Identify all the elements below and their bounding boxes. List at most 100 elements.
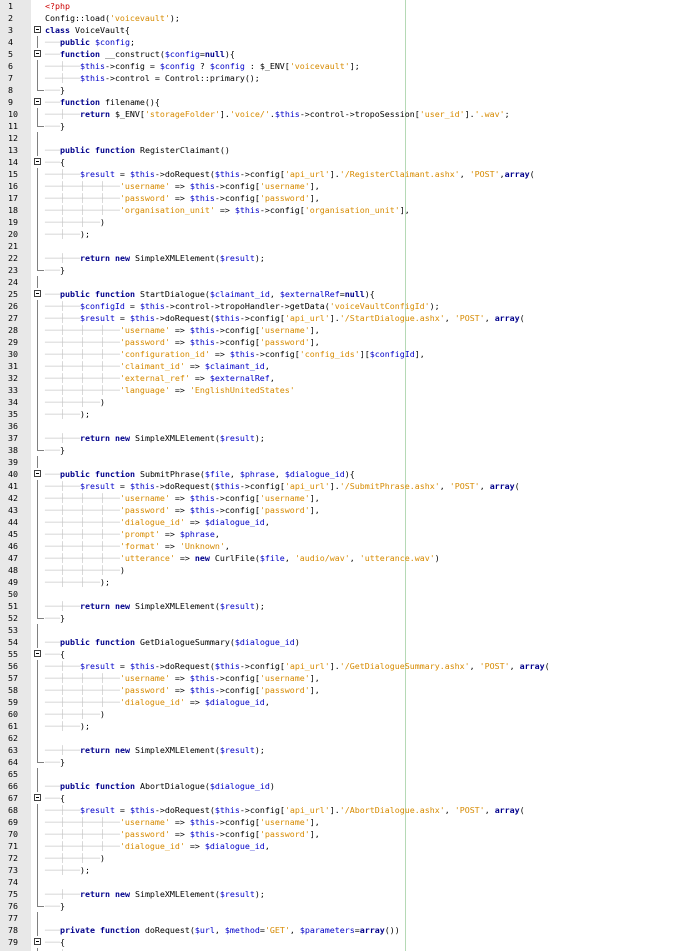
- code-line[interactable]: 7───┼───$this->control = Control::primar…: [0, 72, 696, 84]
- code-line[interactable]: 79───{: [0, 936, 696, 948]
- code-line[interactable]: 80───┼───$ch = curl_init($url);: [0, 948, 696, 951]
- code-line[interactable]: 46───┼───┼───┼───'format' => 'Unknown',: [0, 540, 696, 552]
- code-line[interactable]: 77: [0, 912, 696, 924]
- code-line[interactable]: 17───┼───┼───┼───'password' => $this->co…: [0, 192, 696, 204]
- code-line[interactable]: 6───┼───$this->config = $config ? $confi…: [0, 60, 696, 72]
- code-line[interactable]: 8───}: [0, 84, 696, 96]
- indent-guide: ───: [45, 265, 60, 275]
- fold-toggle-icon[interactable]: [34, 470, 41, 477]
- code-line[interactable]: 5───function __construct($config=null){: [0, 48, 696, 60]
- code-line[interactable]: 75───┼───return new SimpleXMLElement($re…: [0, 888, 696, 900]
- code-line[interactable]: 21: [0, 240, 696, 252]
- code-line[interactable]: 27───┼───$result = $this->doRequest($thi…: [0, 312, 696, 324]
- code-line[interactable]: 29───┼───┼───┼───'password' => $this->co…: [0, 336, 696, 348]
- fold-toggle-icon[interactable]: [34, 98, 41, 105]
- code-line[interactable]: 65: [0, 768, 696, 780]
- code-line[interactable]: 64───}: [0, 756, 696, 768]
- code-line[interactable]: 53: [0, 624, 696, 636]
- code-token: $this: [189, 829, 215, 839]
- code-line[interactable]: 48───┼───┼───┼───): [0, 564, 696, 576]
- code-line[interactable]: 54───public function GetDialogueSummary(…: [0, 636, 696, 648]
- code-line[interactable]: 63───┼───return new SimpleXMLElement($re…: [0, 744, 696, 756]
- code-line[interactable]: 16───┼───┼───┼───'username' => $this->co…: [0, 180, 696, 192]
- code-line[interactable]: 71───┼───┼───┼───'dialogue_id' => $dialo…: [0, 840, 696, 852]
- code-line[interactable]: 60───┼───┼───): [0, 708, 696, 720]
- code-line[interactable]: 58───┼───┼───┼───'password' => $this->co…: [0, 684, 696, 696]
- code-line[interactable]: 72───┼───┼───): [0, 852, 696, 864]
- fold-toggle-icon[interactable]: [34, 794, 41, 801]
- code-line[interactable]: 33───┼───┼───┼───'language' => 'EnglishU…: [0, 384, 696, 396]
- fold-toggle-icon[interactable]: [34, 290, 41, 297]
- code-line[interactable]: 1<?php: [0, 0, 696, 12]
- fold-guide-line: [37, 324, 38, 336]
- indent-guide: ───┼───: [45, 805, 80, 815]
- code-line[interactable]: 59───┼───┼───┼───'dialogue_id' => $dialo…: [0, 696, 696, 708]
- fold-toggle-icon[interactable]: [34, 50, 41, 57]
- code-line[interactable]: 41───┼───$result = $this->doRequest($thi…: [0, 480, 696, 492]
- code-line[interactable]: 42───┼───┼───┼───'username' => $this->co…: [0, 492, 696, 504]
- code-line[interactable]: 13───public function RegisterClaimant(): [0, 144, 696, 156]
- code-token: ],: [309, 181, 320, 191]
- code-line[interactable]: 23───}: [0, 264, 696, 276]
- code-token: ()): [384, 925, 400, 935]
- code-line[interactable]: 56───┼───$result = $this->doRequest($thi…: [0, 660, 696, 672]
- code-line[interactable]: 50: [0, 588, 696, 600]
- code-line[interactable]: 20───┼───);: [0, 228, 696, 240]
- code-line[interactable]: 12: [0, 132, 696, 144]
- code-line[interactable]: 34───┼───┼───): [0, 396, 696, 408]
- code-line[interactable]: 24: [0, 276, 696, 288]
- code-line[interactable]: 57───┼───┼───┼───'username' => $this->co…: [0, 672, 696, 684]
- code-line[interactable]: 39: [0, 456, 696, 468]
- code-line[interactable]: 74: [0, 876, 696, 888]
- code-line[interactable]: 18───┼───┼───┼───'organisation_unit' => …: [0, 204, 696, 216]
- code-line[interactable]: 67───{: [0, 792, 696, 804]
- code-line[interactable]: 55───{: [0, 648, 696, 660]
- fold-toggle-icon[interactable]: [34, 650, 41, 657]
- code-line[interactable]: 61───┼───);: [0, 720, 696, 732]
- code-line[interactable]: 25───public function StartDialogue($clai…: [0, 288, 696, 300]
- code-line[interactable]: 43───┼───┼───┼───'password' => $this->co…: [0, 504, 696, 516]
- code-line[interactable]: 28───┼───┼───┼───'username' => $this->co…: [0, 324, 696, 336]
- code-line[interactable]: 70───┼───┼───┼───'password' => $this->co…: [0, 828, 696, 840]
- code-line[interactable]: 66───public function AbortDialogue($dial…: [0, 780, 696, 792]
- code-line[interactable]: 19───┼───┼───): [0, 216, 696, 228]
- fold-toggle-icon[interactable]: [34, 26, 41, 33]
- code-line[interactable]: 35───┼───);: [0, 408, 696, 420]
- code-line[interactable]: 69───┼───┼───┼───'username' => $this->co…: [0, 816, 696, 828]
- fold-toggle-icon[interactable]: [34, 938, 41, 945]
- code-token: 'voiceVaultConfigId': [329, 301, 430, 311]
- code-line[interactable]: 4───public $config;: [0, 36, 696, 48]
- line-number: 36: [8, 421, 18, 431]
- code-line[interactable]: 78───private function doRequest($url, $m…: [0, 924, 696, 936]
- code-line[interactable]: 44───┼───┼───┼───'dialogue_id' => $dialo…: [0, 516, 696, 528]
- code-line[interactable]: 22───┼───return new SimpleXMLElement($re…: [0, 252, 696, 264]
- code-line[interactable]: 40───public function SubmitPhrase($file,…: [0, 468, 696, 480]
- code-line[interactable]: 30───┼───┼───┼───'configuration_id' => $…: [0, 348, 696, 360]
- code-line[interactable]: 37───┼───return new SimpleXMLElement($re…: [0, 432, 696, 444]
- code-line[interactable]: 68───┼───$result = $this->doRequest($thi…: [0, 804, 696, 816]
- code-line[interactable]: 31───┼───┼───┼───'claimant_id' => $claim…: [0, 360, 696, 372]
- fold-toggle-icon[interactable]: [34, 158, 41, 165]
- code-line[interactable]: 32───┼───┼───┼───'external_ref' => $exte…: [0, 372, 696, 384]
- code-line[interactable]: 11───}: [0, 120, 696, 132]
- code-line[interactable]: 62: [0, 732, 696, 744]
- code-line[interactable]: 51───┼───return new SimpleXMLElement($re…: [0, 600, 696, 612]
- code-line[interactable]: 15───┼───$result = $this->doRequest($thi…: [0, 168, 696, 180]
- code-line[interactable]: 36: [0, 420, 696, 432]
- line-number: 56: [8, 661, 18, 671]
- code-line[interactable]: 9───function filename(){: [0, 96, 696, 108]
- code-line[interactable]: 38───}: [0, 444, 696, 456]
- code-line[interactable]: 47───┼───┼───┼───'utterance' => new Curl…: [0, 552, 696, 564]
- code-line[interactable]: 49───┼───┼───);: [0, 576, 696, 588]
- code-line[interactable]: 26───┼───$configId = $this->control->tro…: [0, 300, 696, 312]
- code-line[interactable]: 45───┼───┼───┼───'prompt' => $phrase,: [0, 528, 696, 540]
- code-line[interactable]: 76───}: [0, 900, 696, 912]
- code-line[interactable]: 73───┼───);: [0, 864, 696, 876]
- indent-guide: ───┼───┼───┼───: [45, 505, 120, 515]
- code-line[interactable]: 14───{: [0, 156, 696, 168]
- code-line[interactable]: 52───}: [0, 612, 696, 624]
- code-line[interactable]: 10───┼───return $_ENV['storageFolder'].'…: [0, 108, 696, 120]
